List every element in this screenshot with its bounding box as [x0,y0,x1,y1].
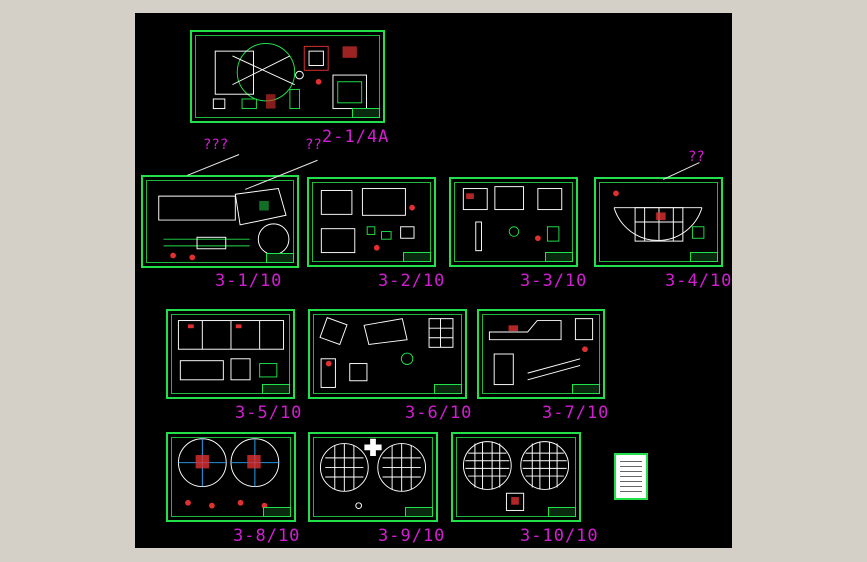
sheet-3-1[interactable] [141,175,299,268]
title-block [403,252,431,262]
sheet-2-1[interactable] [190,30,385,123]
sheet-3-5[interactable] [166,309,295,399]
sheet-label-3-3: 3-3/10 [520,271,588,291]
sheet-3-5-drawing [177,320,285,381]
sheet-3-7[interactable] [477,309,605,399]
sheet-3-4[interactable] [594,177,723,267]
title-block [434,384,462,394]
title-block [266,253,294,263]
sheet-3-6[interactable] [308,309,467,399]
sheet-3-3-drawing [462,186,563,252]
sheet-3-3[interactable] [449,177,578,267]
sheet-3-9[interactable] [308,432,438,522]
title-block [548,507,576,517]
title-block [263,507,291,517]
callout-c: ?? [688,149,705,165]
sheet-label-3-8: 3-8/10 [233,526,301,546]
sheet-label-3-1: 3-1/10 [215,271,283,291]
callout-b: ?? [305,137,322,153]
sheet-3-9-drawing [319,438,427,510]
sheet-label-3-10: 3-10/10 [520,526,599,546]
sheet-label-2-1: 2-1/4A [322,127,390,147]
sheet-3-4-drawing [613,190,705,242]
callout-a: ??? [203,137,229,153]
title-block [405,507,433,517]
title-block [690,252,718,262]
sheet-label-3-4: 3-4/10 [665,271,732,291]
sheet-label-3-5: 3-5/10 [235,403,303,423]
sheet-label-3-6: 3-6/10 [405,403,473,423]
sheet-3-1-drawing [158,187,290,261]
title-block [262,384,290,394]
drawing-index-icon[interactable] [614,453,648,500]
sheet-label-3-2: 3-2/10 [378,271,446,291]
sheet-3-7-drawing [488,318,594,386]
sheet-3-8-drawing [177,438,280,509]
sheet-3-2[interactable] [307,177,436,267]
sheet-2-1-drawing [212,43,367,110]
sheet-3-2-drawing [320,188,415,254]
sheet-3-10-drawing [462,441,570,511]
sheet-label-3-9: 3-9/10 [378,526,446,546]
callout-a-leader [187,154,240,176]
title-block [572,384,600,394]
title-block [352,108,380,118]
sheet-3-8[interactable] [166,432,296,522]
sheet-label-3-7: 3-7/10 [542,403,610,423]
title-block [545,252,573,262]
sheet-3-10[interactable] [451,432,581,522]
cad-viewport[interactable]: 2-1/4A 3-1/10 3-2/10 [135,13,732,548]
sheet-3-6-drawing [319,316,454,388]
